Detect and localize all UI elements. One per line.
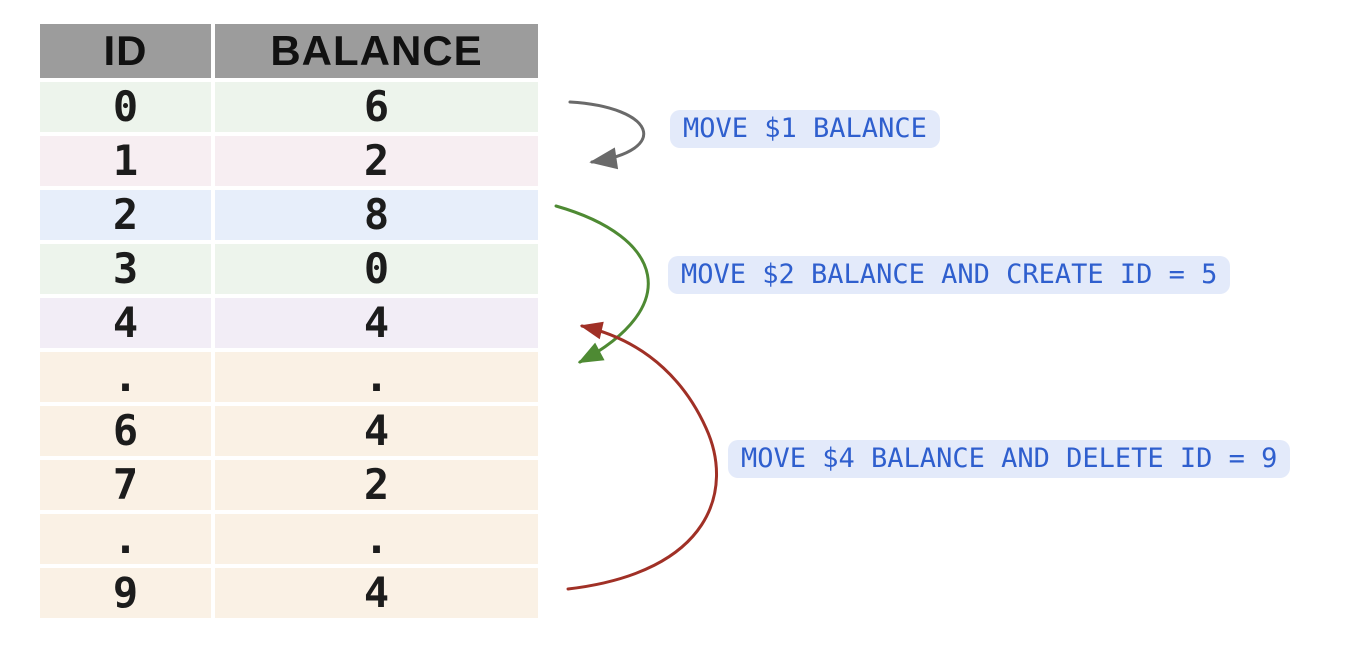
id-cell: . (40, 352, 211, 402)
header-id: ID (40, 24, 211, 78)
balance-cell: . (215, 514, 538, 564)
header-balance: BALANCE (215, 24, 538, 78)
balance-cell: 8 (215, 190, 538, 240)
balance-cell: 2 (215, 460, 538, 510)
id-cell: 9 (40, 568, 211, 618)
balance-cell: 4 (215, 298, 538, 348)
annotation-move-2-balance-create-5: MOVE $2 BALANCE AND CREATE ID = 5 (668, 256, 1231, 294)
id-cell: 0 (40, 82, 211, 132)
balance-cell: . (215, 352, 538, 402)
balance-cell: 4 (215, 568, 538, 618)
annotation-move-4-balance-delete-9: MOVE $4 BALANCE AND DELETE ID = 9 (728, 440, 1291, 478)
arrow-move-1-balance (568, 100, 646, 170)
id-cell: . (40, 514, 211, 564)
id-cell: 1 (40, 136, 211, 186)
id-cell: 7 (40, 460, 211, 510)
balance-cell: 6 (215, 82, 538, 132)
balance-cell: 4 (215, 406, 538, 456)
balance-table: ID BALANCE 0 6 1 2 2 8 3 0 4 4 . . 6 4 7… (40, 24, 538, 618)
id-cell: 4 (40, 298, 211, 348)
annotation-move-1-balance: MOVE $1 BALANCE (670, 110, 940, 148)
id-cell: 6 (40, 406, 211, 456)
id-cell: 3 (40, 244, 211, 294)
arrow-move-2-balance-create-5 (554, 204, 650, 364)
balance-cell: 2 (215, 136, 538, 186)
id-cell: 2 (40, 190, 211, 240)
arrow-move-4-balance-delete-9 (566, 321, 718, 591)
balance-cell: 0 (215, 244, 538, 294)
